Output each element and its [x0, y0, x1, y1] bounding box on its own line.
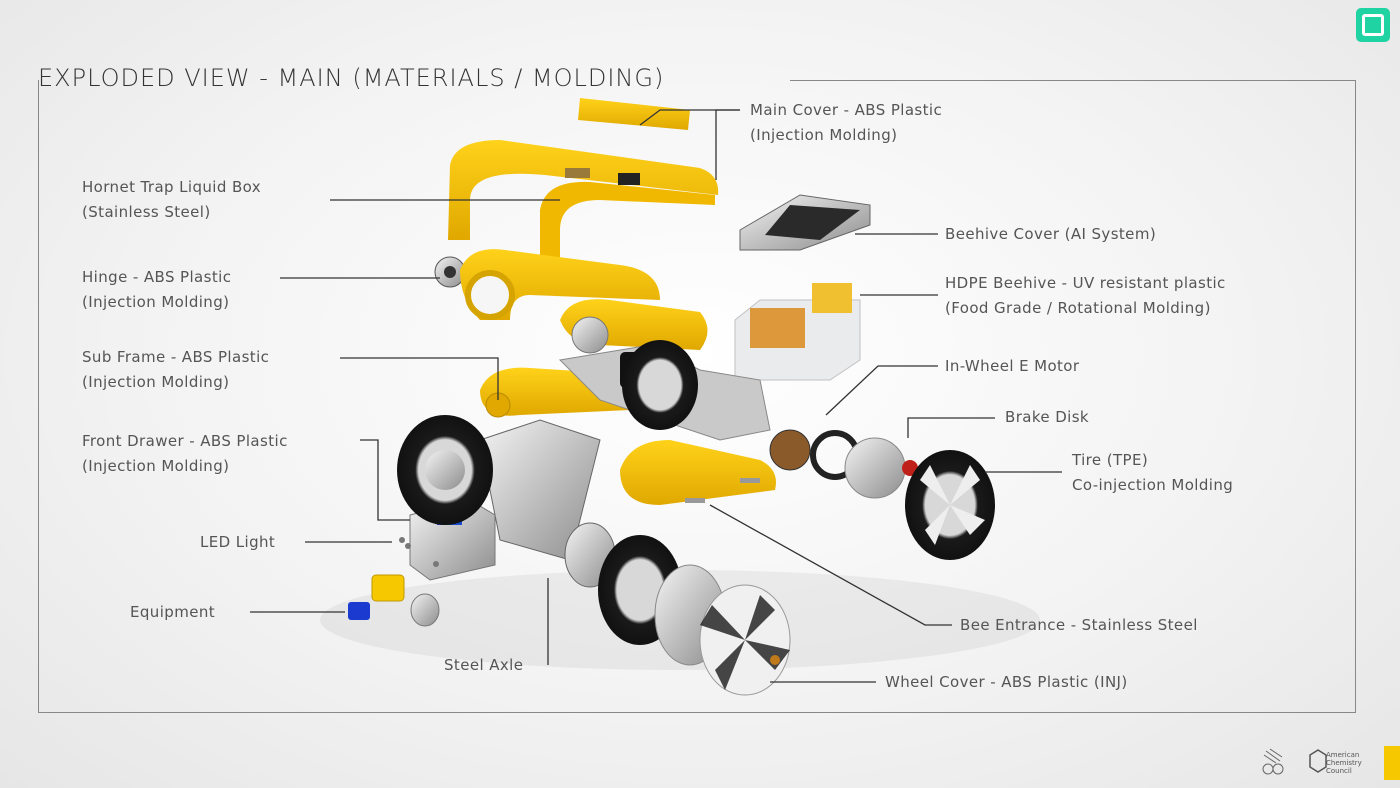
main-cover-top-part — [578, 98, 690, 130]
label-tire-material: Tire (TPE) — [1072, 451, 1149, 469]
leader-brake — [907, 417, 995, 438]
hdpe-beehive-block — [812, 283, 852, 313]
main-cover-part — [448, 140, 719, 240]
label-in-wheel-motor: In-Wheel E Motor — [945, 357, 1080, 375]
hdpe-beehive-frames — [750, 308, 805, 348]
sub-frame-bearing — [571, 316, 609, 354]
rear-left-wheel — [622, 340, 698, 430]
lower-wheel-center — [770, 655, 780, 665]
label-sub-frame-material: Sub Frame - ABS Plastic — [82, 348, 270, 366]
beehive-cover-panel — [765, 205, 860, 240]
main-cover-screen — [618, 173, 640, 185]
label-hdpe-material: HDPE Beehive - UV resistant plastic — [945, 274, 1226, 292]
label-main-cover-material: Main Cover - ABS Plastic — [750, 101, 943, 119]
lower-wheel-cover-blades — [700, 595, 790, 690]
label-hornet-trap-material: (Stainless Steel) — [82, 203, 211, 221]
bee-entrance-housing — [620, 440, 776, 505]
wheel-rim-right — [844, 437, 906, 499]
hornet-trap-box — [565, 168, 590, 178]
label-front-drawer-material: Front Drawer - ABS Plastic — [82, 432, 288, 450]
bee-entrance-slot-2 — [740, 478, 760, 483]
in-wheel-motor — [769, 429, 811, 471]
sub-frame-ring — [465, 270, 515, 320]
diagram-frame — [38, 80, 1356, 713]
label-sub-frame-process: (Injection Molding) — [82, 373, 230, 391]
equipment-blue-case — [348, 602, 370, 620]
label-bee-entrance: Bee Entrance - Stainless Steel — [960, 616, 1198, 634]
label-main-cover-process: (Injection Molding) — [750, 126, 898, 144]
yellow-accent-tab — [1384, 746, 1400, 780]
led-light-1 — [399, 537, 405, 543]
equipment-yellow-case — [371, 574, 405, 602]
label-front-drawer: Front Drawer - ABS Plastic (Injection Mo… — [82, 429, 288, 479]
label-hdpe-process: (Food Grade / Rotational Molding) — [945, 299, 1211, 317]
label-hinge-material: Hinge - ABS Plastic — [82, 268, 232, 286]
label-wheel-cover: Wheel Cover - ABS Plastic (INJ) — [885, 673, 1128, 691]
label-steel-axle: Steel Axle — [444, 656, 524, 674]
label-tire-process: Co-injection Molding — [1072, 476, 1234, 494]
label-front-drawer-process: (Injection Molding) — [82, 457, 230, 475]
brand-logo — [1356, 8, 1390, 42]
bee-entrance-slot-1 — [685, 498, 705, 503]
equipment-smoker — [410, 593, 440, 627]
american-chemistry-council-icon — [1309, 749, 1327, 773]
front-left-hub — [425, 450, 465, 490]
leader-main-cover-a — [639, 109, 740, 126]
leader-motor — [825, 365, 938, 416]
label-main-cover: Main Cover - ABS Plastic (Injection Mold… — [750, 98, 942, 148]
leader-bee-entrance — [709, 504, 952, 626]
label-led-light: LED Light — [200, 533, 276, 551]
led-light-3 — [433, 561, 439, 567]
leader-drawer — [360, 439, 410, 521]
label-brake-disk: Brake Disk — [1005, 408, 1090, 426]
leader-subframe — [340, 357, 499, 400]
page-title: EXPLODED VIEW - MAIN (MATERIALS / MOLDIN… — [38, 64, 665, 92]
acc-text-2: Chemistry — [1326, 759, 1362, 767]
bee-certification-icon — [1262, 748, 1284, 775]
main-cover-inner — [540, 181, 715, 262]
leader-main-cover-b — [715, 109, 740, 180]
label-hinge-process: (Injection Molding) — [82, 293, 230, 311]
label-sub-frame: Sub Frame - ABS Plastic (Injection Moldi… — [82, 345, 269, 395]
acc-logo-text: American Chemistry Council — [1326, 751, 1362, 775]
brand-logo-mark — [1362, 14, 1384, 36]
front-drawer-frame — [479, 419, 601, 561]
label-hornet-trap: Hornet Trap Liquid Box (Stainless Steel) — [82, 175, 261, 225]
led-light-2 — [405, 543, 411, 549]
hinge-hub — [444, 266, 456, 278]
label-hdpe-beehive: HDPE Beehive - UV resistant plastic (Foo… — [945, 271, 1226, 321]
label-hornet-trap-name: Hornet Trap Liquid Box — [82, 178, 262, 196]
frame-top-border — [790, 80, 1356, 81]
leader-lines — [250, 109, 1062, 683]
acc-text-3: Council — [1326, 767, 1352, 775]
right-wheel-cover-blades — [920, 465, 985, 545]
acc-text-1: American — [1326, 751, 1360, 759]
label-hinge: Hinge - ABS Plastic (Injection Molding) — [82, 265, 231, 315]
label-equipment: Equipment — [130, 603, 216, 621]
label-tire: Tire (TPE) Co-injection Molding — [1072, 448, 1233, 498]
label-beehive-cover: Beehive Cover (AI System) — [945, 225, 1157, 243]
